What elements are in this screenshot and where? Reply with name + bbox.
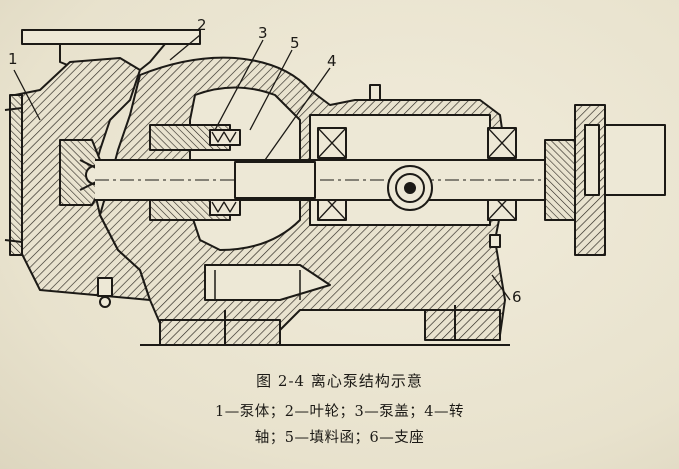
- top-oil-plug: [369, 84, 381, 101]
- discharge-flange: [21, 29, 201, 71]
- support-base: [140, 305, 510, 346]
- figure-caption-legend-line-1: 1—泵体；2—叶轮；3—泵盖；4—转: [215, 404, 464, 420]
- bottom-oil-plug: [489, 234, 501, 248]
- label-3: 3: [258, 24, 268, 42]
- label-5: 5: [290, 34, 300, 52]
- suction-flange: [9, 94, 23, 256]
- label-2: 2: [197, 16, 207, 34]
- oil-sight-glass: [387, 165, 433, 211]
- label-1: 1: [8, 50, 18, 68]
- label-6: 6: [512, 288, 522, 306]
- leader-lines: [13, 34, 511, 301]
- label-4: 4: [327, 52, 337, 70]
- figure-caption-legend-line-2: 轴；5—填料函；6—支座: [254, 430, 425, 446]
- coupling: [544, 104, 666, 256]
- shaft: [95, 159, 620, 201]
- figure-caption-title: 图 2-4 离心泵结构示意: [256, 372, 423, 390]
- drain-plug: [97, 277, 113, 308]
- centrifugal-pump-diagram: [4, 29, 666, 346]
